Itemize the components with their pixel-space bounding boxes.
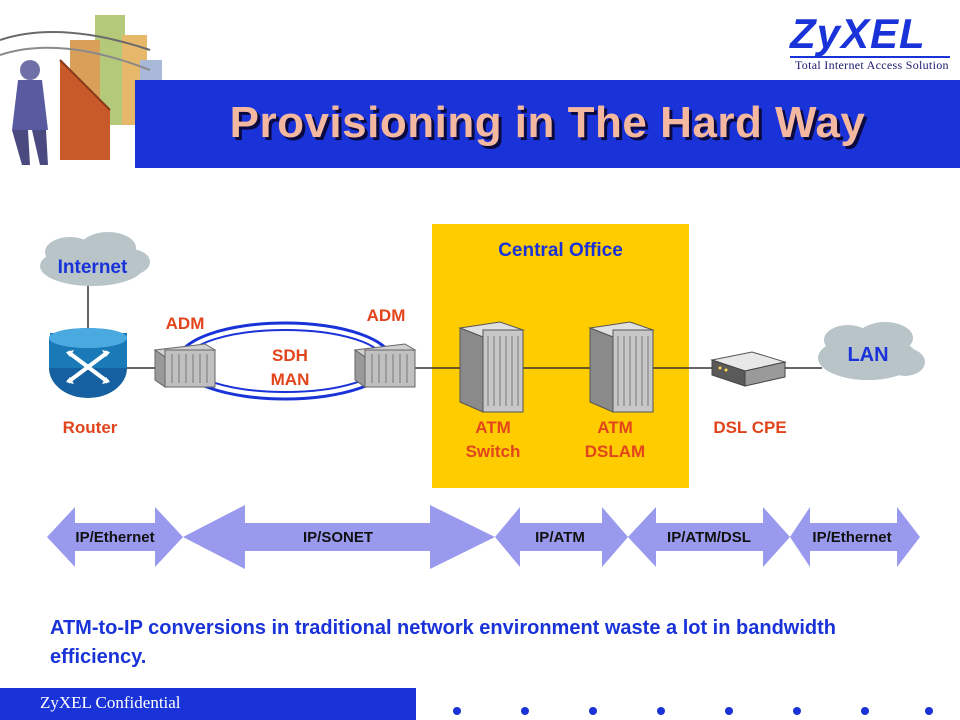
protocol-label: IP/ATM xyxy=(535,529,585,546)
title-bar xyxy=(135,80,960,168)
internet-cloud-icon xyxy=(40,232,150,286)
footer-dot xyxy=(725,707,733,715)
protocol-label: IP/Ethernet xyxy=(812,529,891,546)
protocol-arrow-ip-ethernet-right xyxy=(790,507,920,567)
atm-dslam-label-line2: DSLAM xyxy=(584,442,646,461)
adm-right-label: ADM xyxy=(366,306,406,325)
footer-dot xyxy=(589,707,597,715)
router-icon xyxy=(49,328,127,398)
footer-text: ZyXEL Confidential xyxy=(40,693,181,712)
sdh-label-line1: SDH xyxy=(272,346,308,365)
atm-dslam-icon xyxy=(588,321,655,413)
protocol-label: IP/ATM/DSL xyxy=(667,529,751,546)
internet-label: Internet xyxy=(57,257,128,278)
protocol-arrow-ip-ethernet-left xyxy=(47,507,183,567)
footer-dot xyxy=(453,707,461,715)
footer-dot xyxy=(925,707,933,715)
protocol-label: IP/SONET xyxy=(303,529,373,546)
protocol-arrow-ip-sonet xyxy=(183,505,495,569)
zyxel-logo: ZyXEL xyxy=(790,10,926,57)
lan-label: LAN xyxy=(847,344,889,366)
adm-left-icon xyxy=(153,343,217,388)
footer-bar xyxy=(0,688,416,720)
atm-switch-label-line2: Switch xyxy=(465,442,521,461)
adm-right-icon xyxy=(353,343,417,388)
protocol-arrow-ip-atm xyxy=(495,507,628,567)
slide-title: Provisioning in The Hard Way xyxy=(229,98,866,147)
router-label: Router xyxy=(62,418,118,437)
protocol-label: IP/Ethernet xyxy=(75,529,154,546)
sdh-label-line2: MAN xyxy=(270,370,310,389)
dsl-cpe-label: DSL CPE xyxy=(713,418,787,437)
protocol-arrows: IP/Ethernet IP/SONET IP/ATM IP/ATM/DSL I… xyxy=(47,505,920,569)
central-office-label: Central Office xyxy=(498,240,623,261)
footer-dot xyxy=(793,707,801,715)
dsl-cpe-icon xyxy=(710,351,787,387)
footer-dot xyxy=(861,707,869,715)
slide-caption: ATM-to-IP conversions in traditional net… xyxy=(50,617,836,668)
network-diagram xyxy=(40,232,925,413)
atm-switch-label-line1: ATM xyxy=(475,418,511,437)
logo-underline xyxy=(790,56,950,58)
atm-dslam-label-line1: ATM xyxy=(597,418,633,437)
protocol-arrow-ip-atm-dsl xyxy=(628,507,790,567)
adm-left-label: ADM xyxy=(165,314,205,333)
lan-cloud-icon xyxy=(818,322,925,380)
atm-switch-icon xyxy=(458,321,525,413)
footer-dot xyxy=(521,707,529,715)
footer-dot xyxy=(657,707,665,715)
logo-tagline: Total Internet Access Solution xyxy=(795,58,949,72)
